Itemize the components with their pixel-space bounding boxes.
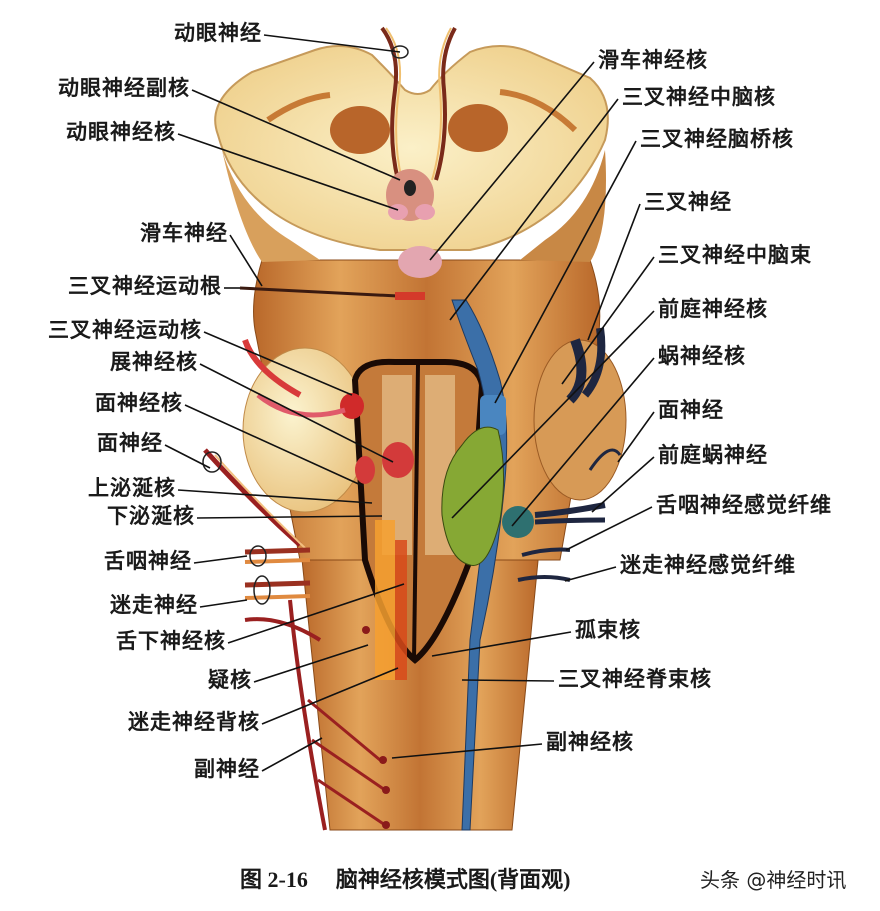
- leader-trigeminal-mesencephalic-tract: [561, 256, 655, 385]
- leader-vestibulocochlear-nerve: [591, 456, 655, 513]
- source-watermark: 头条 @神经时讯: [700, 868, 847, 892]
- leader-lines: [164, 34, 655, 772]
- label-glossopharyngeal-nerve: 舌咽神经: [104, 549, 192, 573]
- label-trigeminal-pontine-nucleus: 三叉神经脑桥核: [640, 127, 794, 151]
- leader-trigeminal-nerve: [587, 203, 641, 341]
- label-trochlear-nerve: 滑车神经: [140, 221, 228, 245]
- abducens-nucleus-shape: [382, 442, 414, 478]
- leader-oculomotor-nucleus: [177, 133, 399, 211]
- label-hypoglossal-nucleus: 舌下神经核: [116, 629, 226, 653]
- label-inferior-salivatory-nucleus: 下泌涎核: [107, 504, 195, 528]
- label-accessory-nerve: 副神经: [194, 757, 260, 781]
- leader-vagal-sensory-fibers: [564, 566, 617, 582]
- left-red-nucleus: [330, 106, 390, 154]
- leader-facial-nucleus: [184, 404, 364, 487]
- leader-trigeminal-pontine-nucleus: [494, 140, 637, 404]
- label-accessory-oculomotor-nucleus: 动眼神经副核: [58, 76, 190, 100]
- label-spinal-trigeminal-nucleus: 三叉神经脊束核: [558, 667, 712, 691]
- label-vagus-nerve: 迷走神经: [110, 593, 198, 617]
- label-trochlear-nucleus: 滑车神经核: [598, 48, 708, 72]
- label-trigeminal-nerve: 三叉神经: [644, 190, 732, 214]
- label-trigeminal-mesencephalic-tract: 三叉神经中脑束: [658, 243, 812, 267]
- leader-nucleus-ambiguus: [253, 644, 369, 683]
- label-nucleus-ambiguus: 疑核: [208, 668, 252, 692]
- label-facial-nerve-left: 面神经: [97, 431, 163, 455]
- leader-dorsal-vagal-nucleus: [261, 667, 399, 725]
- cochlear-nucleus-shape: [502, 506, 534, 538]
- leader-trigeminal-motor-nucleus: [203, 331, 353, 396]
- trigeminal-motor-nucleus-shape: [340, 393, 364, 419]
- label-oculomotor-nerve: 动眼神经: [174, 21, 262, 45]
- leader-trochlear-nucleus: [429, 61, 595, 261]
- leader-inferior-salivatory-nucleus: [196, 515, 383, 519]
- leader-oculomotor-nerve: [263, 34, 401, 53]
- right-red-nucleus: [448, 104, 508, 152]
- leader-trigeminal-mesencephalic-nucleus: [449, 98, 619, 321]
- label-glossopharyngeal-sensory-fibers: 舌咽神经感觉纤维: [656, 493, 832, 517]
- figure-number: 图 2-16: [240, 867, 308, 892]
- leader-vestibular-nuclei: [451, 310, 655, 519]
- label-trigeminal-motor-root: 三叉神经运动根: [68, 274, 222, 298]
- label-vagal-sensory-fibers: 迷走神经感觉纤维: [620, 553, 796, 577]
- leader-superior-salivatory-nucleus: [177, 489, 373, 504]
- leader-abducens-nucleus: [199, 363, 394, 463]
- label-vestibulocochlear-nerve: 前庭蜗神经: [658, 443, 768, 467]
- leader-accessory-oculomotor-nucleus: [191, 89, 401, 181]
- label-oculomotor-nucleus: 动眼神经核: [66, 120, 176, 144]
- label-solitary-nucleus: 孤束核: [575, 618, 641, 642]
- label-facial-nucleus: 面神经核: [95, 391, 183, 415]
- label-superior-salivatory-nucleus: 上泌涎核: [88, 476, 176, 500]
- leader-glossopharyngeal-nerve: [193, 555, 248, 564]
- left-peduncle-bulge: [242, 347, 368, 513]
- leader-hypoglossal-nucleus: [227, 583, 405, 644]
- leader-solitary-nucleus: [431, 631, 572, 657]
- trochlear-nucleus-shape: [398, 246, 442, 278]
- leader-trochlear-nerve: [229, 234, 263, 287]
- label-accessory-nucleus: 副神经核: [546, 730, 634, 754]
- label-facial-nerve-right: 面神经: [658, 398, 724, 422]
- label-cochlear-nuclei: 蜗神经核: [658, 344, 746, 368]
- figure-title: 脑神经核模式图(背面观): [335, 867, 571, 892]
- leader-accessory-nucleus: [391, 743, 543, 759]
- label-vestibular-nuclei: 前庭神经核: [658, 297, 768, 321]
- leader-facial-nerve-left: [164, 444, 211, 469]
- hypoglossal-column: [375, 520, 395, 680]
- leader-accessory-nerve: [261, 737, 323, 772]
- figure-caption: 图 2-16 脑神经核模式图(背面观): [240, 862, 570, 894]
- facial-nucleus-shape: [355, 456, 375, 484]
- label-abducens-nucleus: 展神经核: [110, 350, 198, 374]
- label-dorsal-vagal-nucleus: 迷走神经背核: [128, 710, 260, 734]
- leader-vagus-nerve: [199, 599, 248, 608]
- label-trigeminal-motor-nucleus: 三叉神经运动核: [48, 318, 202, 342]
- leader-glossopharyngeal-sensory-fibers: [565, 506, 653, 551]
- label-trigeminal-mesencephalic-nucleus: 三叉神经中脑核: [622, 85, 776, 109]
- leader-spinal-trigeminal-nucleus: [461, 679, 555, 682]
- leader-facial-nerve-right: [617, 411, 655, 463]
- leader-cochlear-nuclei: [511, 357, 655, 527]
